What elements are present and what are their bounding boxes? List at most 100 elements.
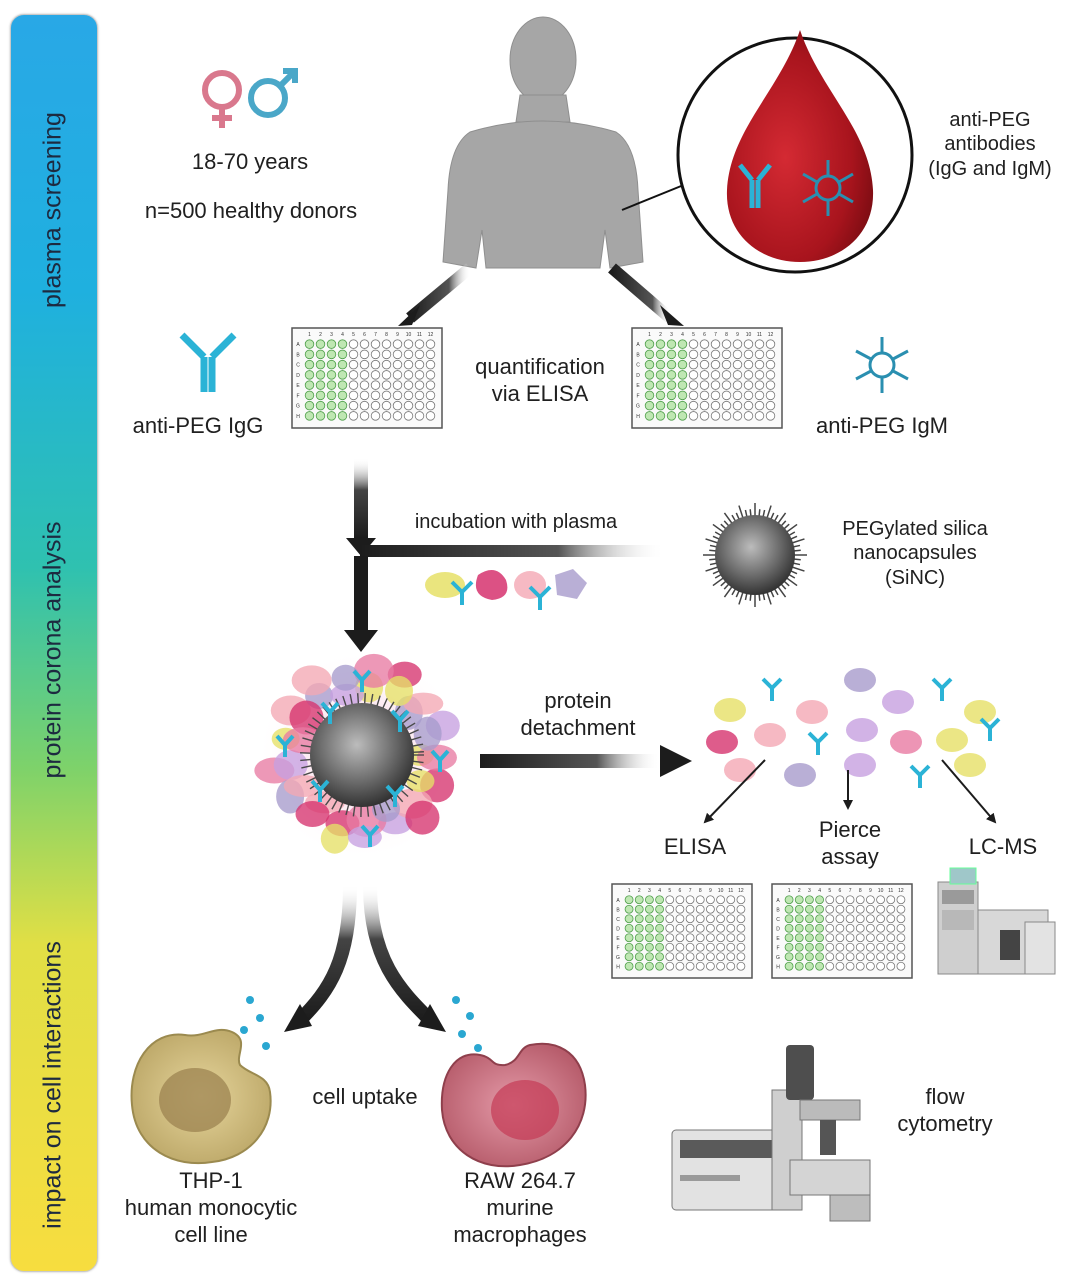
plate-well <box>805 961 814 971</box>
plate-well <box>326 411 337 421</box>
plate-well <box>381 349 392 360</box>
plate-well <box>815 923 824 933</box>
plate-well <box>699 370 710 380</box>
arrow-to-raw <box>363 884 435 1025</box>
plate-well <box>644 380 655 390</box>
plate-well <box>425 380 436 390</box>
plate-well <box>710 370 721 380</box>
plate-well <box>665 952 675 962</box>
plate-well <box>414 400 425 411</box>
plate-well <box>784 895 794 905</box>
plate-well <box>732 380 743 390</box>
plate-well <box>337 359 348 370</box>
flow-label-line2: cytometry <box>897 1110 993 1136</box>
plate-well <box>644 390 655 401</box>
plate-col-label: 12 <box>738 888 744 894</box>
raw-label-line3: macrophages <box>453 1221 587 1247</box>
plate-well <box>315 339 326 349</box>
plate-well <box>392 380 403 390</box>
plate-well <box>315 411 326 421</box>
plate-well <box>655 933 664 943</box>
plate-well <box>825 952 835 962</box>
plate-well <box>743 349 754 360</box>
plate-row-label: H <box>776 964 780 970</box>
plate-row-label: H <box>296 414 300 420</box>
plate-well <box>645 952 654 962</box>
plate-well <box>359 411 370 421</box>
plate-well <box>726 895 736 905</box>
plate-well <box>710 380 721 390</box>
plate-well <box>414 380 425 390</box>
plate-well <box>721 411 732 421</box>
sinc-label-line3: (SiNC) <box>885 566 945 589</box>
plate-well <box>644 359 655 370</box>
plate-well <box>706 895 715 905</box>
plate-well <box>304 370 315 380</box>
plate-well <box>666 370 677 380</box>
plate-well <box>716 895 725 905</box>
plate-col-label: 5 <box>692 332 695 338</box>
plate-well <box>326 400 337 411</box>
plate-well <box>634 933 644 943</box>
plate-well <box>381 359 392 370</box>
plate-col-label: 5 <box>352 332 355 338</box>
plate-well <box>754 359 765 370</box>
plate-row-label: F <box>296 393 299 399</box>
plate-well <box>381 380 392 390</box>
plate-row-label: D <box>296 373 300 379</box>
plate-well <box>794 961 804 971</box>
plate-well <box>370 370 381 380</box>
flow-label-line1: flow <box>925 1084 965 1109</box>
plate-well <box>815 904 824 914</box>
plate-well <box>732 339 743 349</box>
plate-well <box>675 942 685 952</box>
plate-well <box>835 895 845 905</box>
plate-well <box>414 390 425 401</box>
detached-proteins-icon <box>706 668 1001 788</box>
plate-row-label: D <box>776 926 780 932</box>
plate-well <box>675 952 685 962</box>
plate-well <box>665 933 675 943</box>
plate-well <box>634 961 644 971</box>
thp1-label-line1: THP-1 <box>179 1168 243 1193</box>
plate-row-label: A <box>636 342 640 348</box>
plate-well <box>677 339 688 349</box>
plate-well <box>732 400 743 411</box>
plate-well <box>348 349 359 360</box>
plate-well <box>666 411 677 421</box>
plate-well <box>685 904 695 914</box>
plate-well <box>866 923 875 933</box>
plate-well <box>695 895 705 905</box>
plate-well <box>688 339 699 349</box>
plate-well <box>645 923 654 933</box>
plate-well <box>624 904 634 914</box>
plate-col-label: 1 <box>788 888 791 894</box>
plate-well <box>699 380 710 390</box>
plate-col-label: 8 <box>859 888 862 894</box>
plate-well <box>392 390 403 401</box>
plate-well <box>736 961 746 971</box>
plate-col-label: 8 <box>385 332 388 338</box>
plate-well <box>685 933 695 943</box>
plate-well <box>736 914 746 924</box>
plate-well <box>855 933 865 943</box>
blood-antibodies-label: anti-PEG antibodies (IgG and IgM) <box>920 108 1060 181</box>
plate-well <box>337 411 348 421</box>
plate-well <box>845 914 855 924</box>
detachment-label-line2: detachment <box>520 714 636 740</box>
plate-col-label: 7 <box>689 888 692 894</box>
plate-well <box>710 390 721 401</box>
plate-col-label: 1 <box>308 332 311 338</box>
plate-well <box>348 411 359 421</box>
plate-well <box>655 380 666 390</box>
plate-well <box>716 933 725 943</box>
plate-well <box>743 380 754 390</box>
plate-well <box>876 942 885 952</box>
plate-well <box>736 895 746 905</box>
plate-well <box>655 923 664 933</box>
plate-well <box>876 895 885 905</box>
plate-well <box>425 339 436 349</box>
plate-well <box>644 349 655 360</box>
